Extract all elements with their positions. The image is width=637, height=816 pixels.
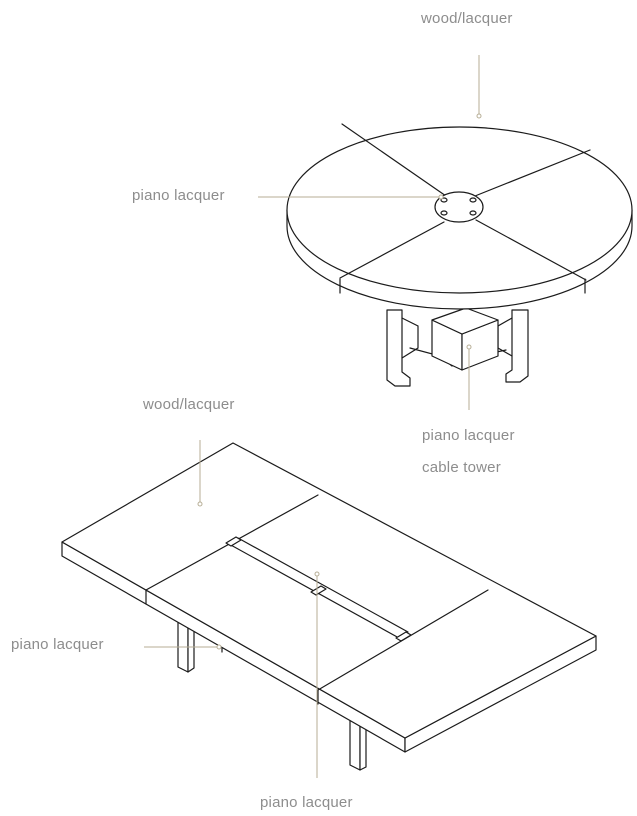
- label-round-hub: piano lacquer: [132, 187, 225, 204]
- leader-dot-round-hub: [438, 194, 444, 200]
- round-cable-tower: [431, 307, 499, 371]
- round-leg-right: [505, 309, 529, 383]
- leader-dot-rect-leg: [216, 644, 222, 650]
- rect-channel-line-2: [237, 537, 409, 633]
- hub-hole-4: [469, 210, 477, 216]
- label-round-tower-2: cable tower: [422, 459, 501, 476]
- leader-dot-rect-center: [314, 571, 320, 577]
- round-seam-sw: [339, 221, 445, 279]
- leader-dot-round-tower: [466, 344, 472, 350]
- label-rect-leg: piano lacquer: [11, 636, 104, 653]
- label-round-tower-1: piano lacquer: [422, 427, 515, 444]
- hub-hole-3: [440, 210, 448, 216]
- cable-tower-top-face: [431, 307, 499, 335]
- round-table-base: [386, 309, 529, 387]
- round-table-leaders: [258, 55, 482, 410]
- round-seam-se: [475, 219, 587, 281]
- round-seam-ne: [474, 149, 591, 197]
- round-leg-left-frame: [401, 317, 419, 359]
- rect-channel-clip-1: [225, 536, 242, 547]
- rect-channel-clip-2: [310, 585, 327, 596]
- rect-table: [61, 442, 597, 771]
- leader-dot-round-top: [476, 113, 482, 119]
- round-leg-left: [386, 309, 411, 387]
- round-seam-nw: [341, 123, 447, 197]
- label-round-top: wood/lacquer: [421, 10, 513, 27]
- rect-top-surface: [61, 442, 597, 739]
- hub-hole-2: [469, 197, 477, 203]
- rect-table-leaders: [144, 440, 320, 778]
- label-rect-top: wood/lacquer: [143, 396, 235, 413]
- rect-channel-clip-3: [395, 631, 412, 642]
- leader-dot-rect-top: [197, 501, 203, 507]
- label-rect-center: piano lacquer: [260, 794, 353, 811]
- round-table: [286, 123, 633, 387]
